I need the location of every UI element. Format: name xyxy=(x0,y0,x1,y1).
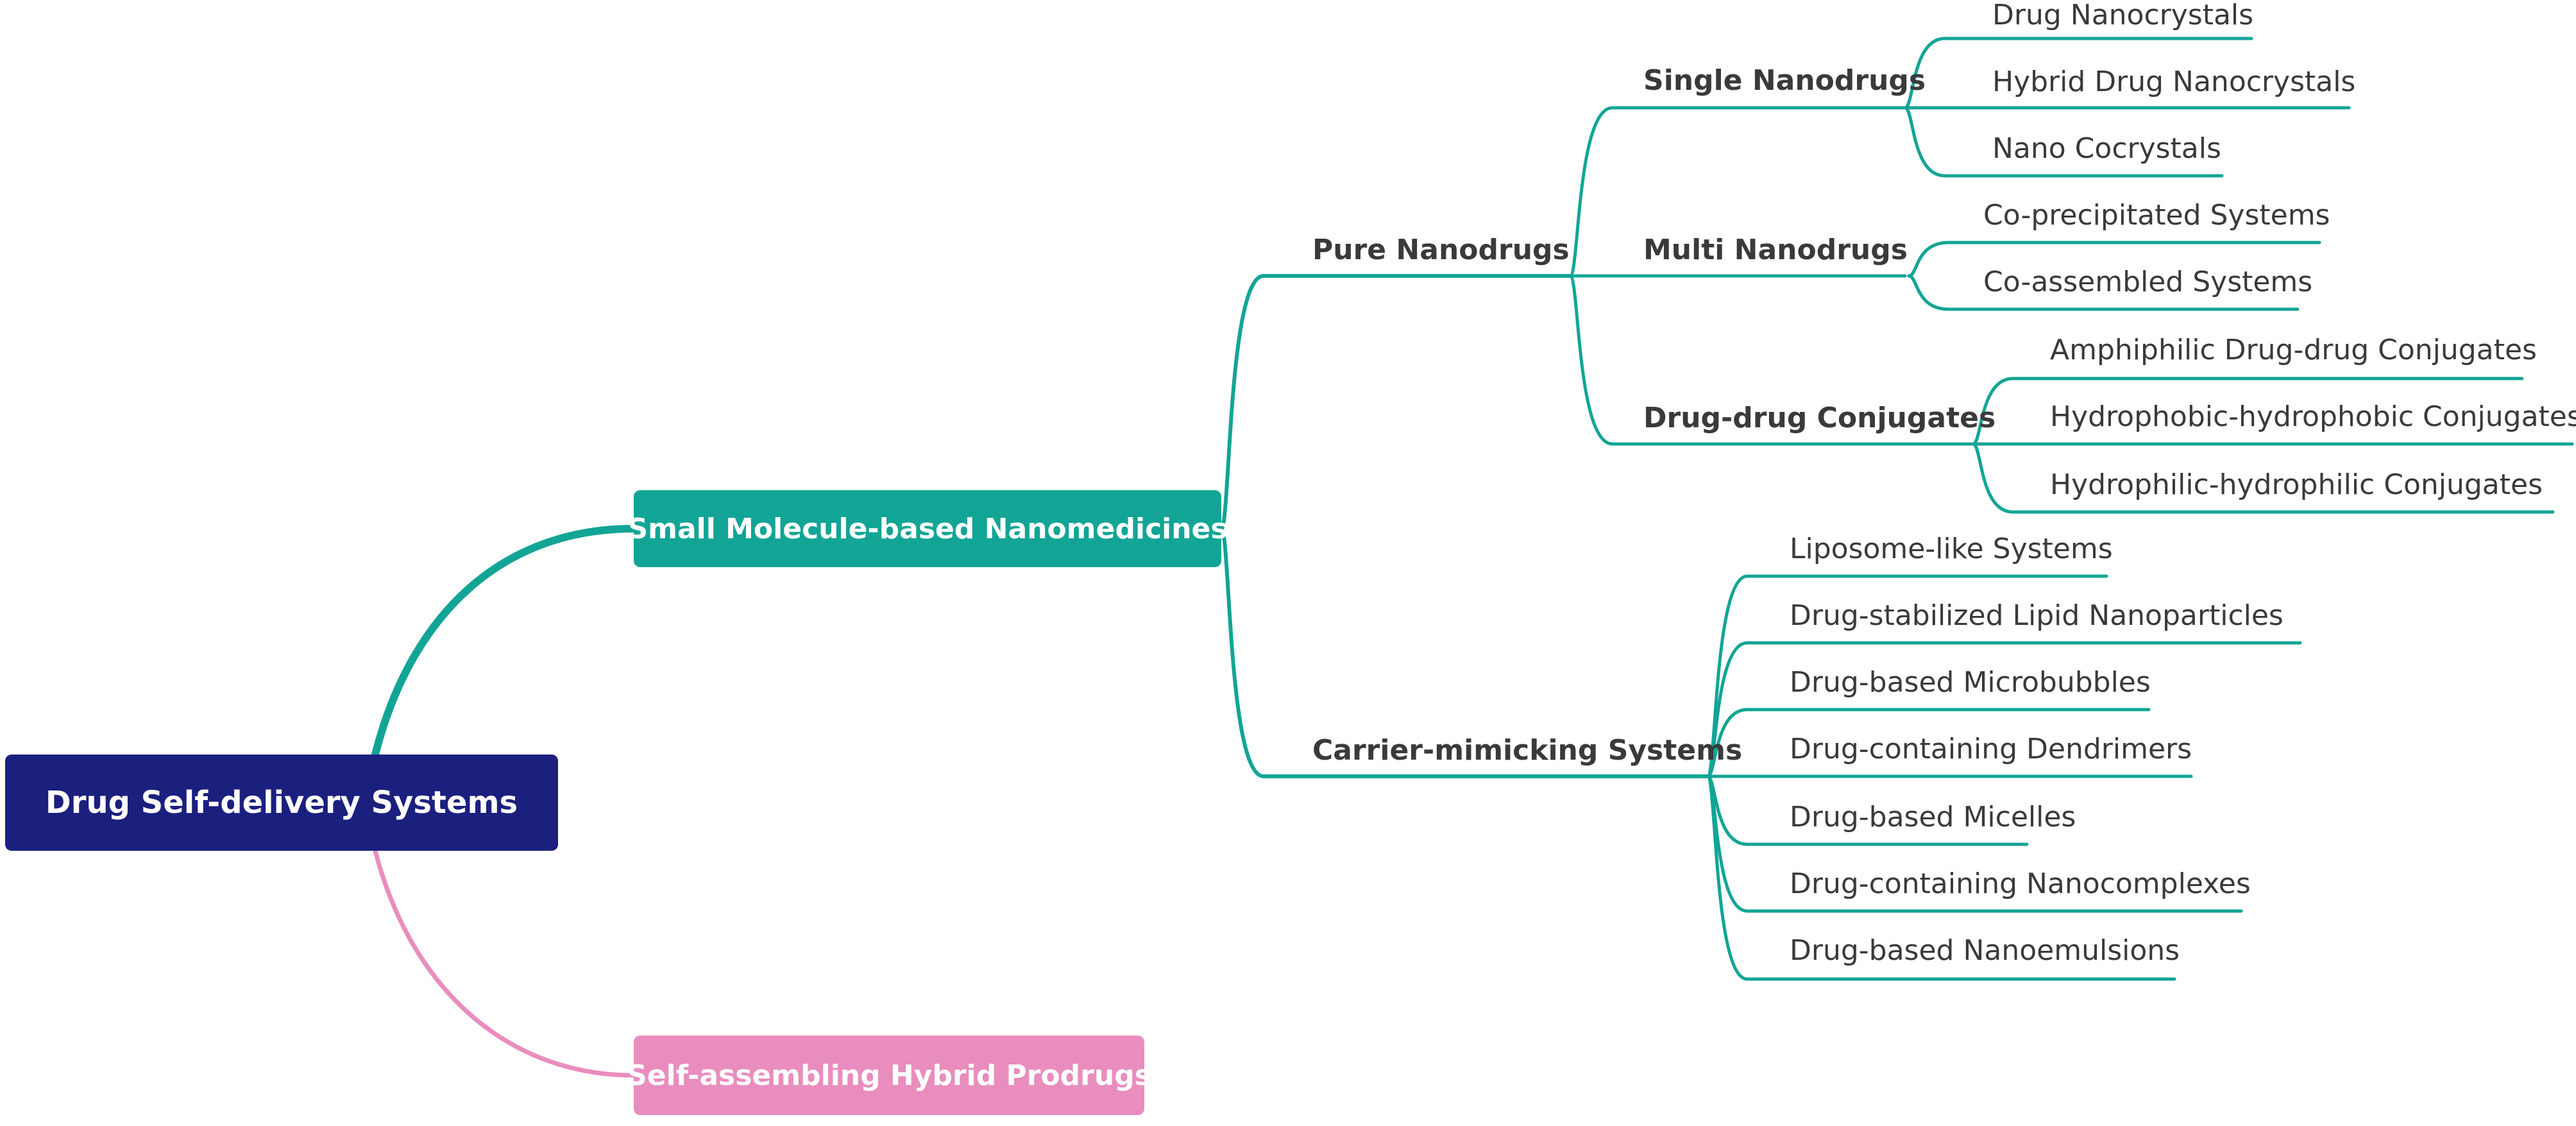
multi-nanodrugs-label[interactable]: Multi Nanodrugs xyxy=(1643,234,1908,266)
leaf-lipid-nanoparticles[interactable]: Drug-stabilized Lipid Nanoparticles xyxy=(1790,599,2284,632)
connector-carrier-mimicking xyxy=(1219,527,1709,778)
connector-leaf-microbubbles xyxy=(1706,708,2151,778)
leaf-co-assembled-systems[interactable]: Co-assembled Systems xyxy=(1983,266,2313,298)
connector-leaf-co-precipitated xyxy=(1907,241,2321,278)
pure-nanodrugs-label[interactable]: Pure Nanodrugs xyxy=(1312,234,1570,266)
leaf-micelles[interactable]: Drug-based Micelles xyxy=(1790,801,2076,833)
connector-leaf-drug-nanocrystals xyxy=(1903,37,2253,110)
root-to-small-molecule-connector xyxy=(371,525,638,758)
leaf-microbubbles[interactable]: Drug-based Microbubbles xyxy=(1790,666,2151,699)
leaf-hydrophobic-conjugates[interactable]: Hydrophobic-hydrophobic Conjugates xyxy=(2050,400,2576,433)
connector-drug-drug-conjugates xyxy=(1568,274,1975,446)
root-to-hybrid-prodrugs-connector xyxy=(373,848,636,1078)
drug-drug-conjugates-label[interactable]: Drug-drug Conjugates xyxy=(1643,402,1996,434)
leaf-liposome-like-systems[interactable]: Liposome-like Systems xyxy=(1790,533,2113,565)
root-node[interactable]: Drug Self-delivery Systems xyxy=(5,755,558,851)
connector-single-nanodrugs xyxy=(1568,106,1907,278)
hybrid-prodrugs-node[interactable]: Self-assembling Hybrid Prodrugs xyxy=(627,1036,1151,1115)
small-molecule-node[interactable]: Small Molecule-based Nanomedicines xyxy=(627,490,1228,567)
leaf-hybrid-drug-nanocrystals[interactable]: Hybrid Drug Nanocrystals xyxy=(1992,65,2356,98)
leaf-nano-cocrystals[interactable]: Nano Cocrystals xyxy=(1992,132,2221,165)
leaf-drug-nanocrystals[interactable]: Drug Nanocrystals xyxy=(1992,0,2254,31)
leaf-dendrimers[interactable]: Drug-containing Dendrimers xyxy=(1790,733,2192,765)
leaf-hydrophilic-conjugates[interactable]: Hydrophilic-hydrophilic Conjugates xyxy=(2050,468,2543,501)
leaf-nanoemulsions[interactable]: Drug-based Nanoemulsions xyxy=(1790,934,2180,967)
connector-leaf-nano-cocrystals xyxy=(1903,106,2224,178)
connector-leaf-amphiphilic xyxy=(1971,377,2524,446)
leaf-co-precipitated-systems[interactable]: Co-precipitated Systems xyxy=(1983,199,2330,232)
carrier-mimicking-label[interactable]: Carrier-mimicking Systems xyxy=(1312,734,1743,767)
connector-leaf-hydrophilic xyxy=(1971,442,2555,514)
leaf-nanocomplexes[interactable]: Drug-containing Nanocomplexes xyxy=(1790,867,2251,900)
leaf-amphiphilic-conjugates[interactable]: Amphiphilic Drug-drug Conjugates xyxy=(2050,334,2537,366)
single-nanodrugs-label[interactable]: Single Nanodrugs xyxy=(1643,64,1926,97)
connector-leaf-nanoemulsions xyxy=(1706,774,2176,981)
connector-pure-nanodrugs xyxy=(1219,274,1572,531)
connector-leaf-co-assembled xyxy=(1907,274,2300,311)
